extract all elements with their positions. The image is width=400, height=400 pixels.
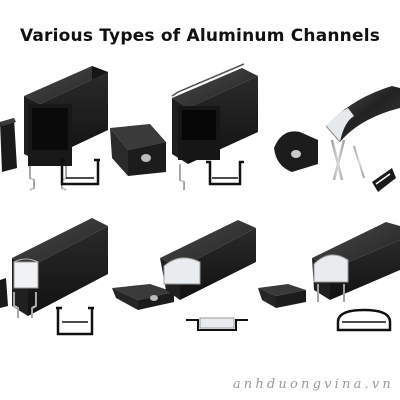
- watermark: anhduongvina.vn: [232, 377, 394, 392]
- flanged-recessed-channel: [112, 220, 256, 331]
- page-title: Various Types of Aluminum Channels: [19, 26, 381, 46]
- deep-square-channel: [0, 66, 108, 191]
- corner-channel: [274, 86, 400, 192]
- recessed-channel: [0, 218, 108, 336]
- rounded-diffuser-channel: [258, 222, 400, 332]
- square-channel-with-cap: [110, 63, 258, 190]
